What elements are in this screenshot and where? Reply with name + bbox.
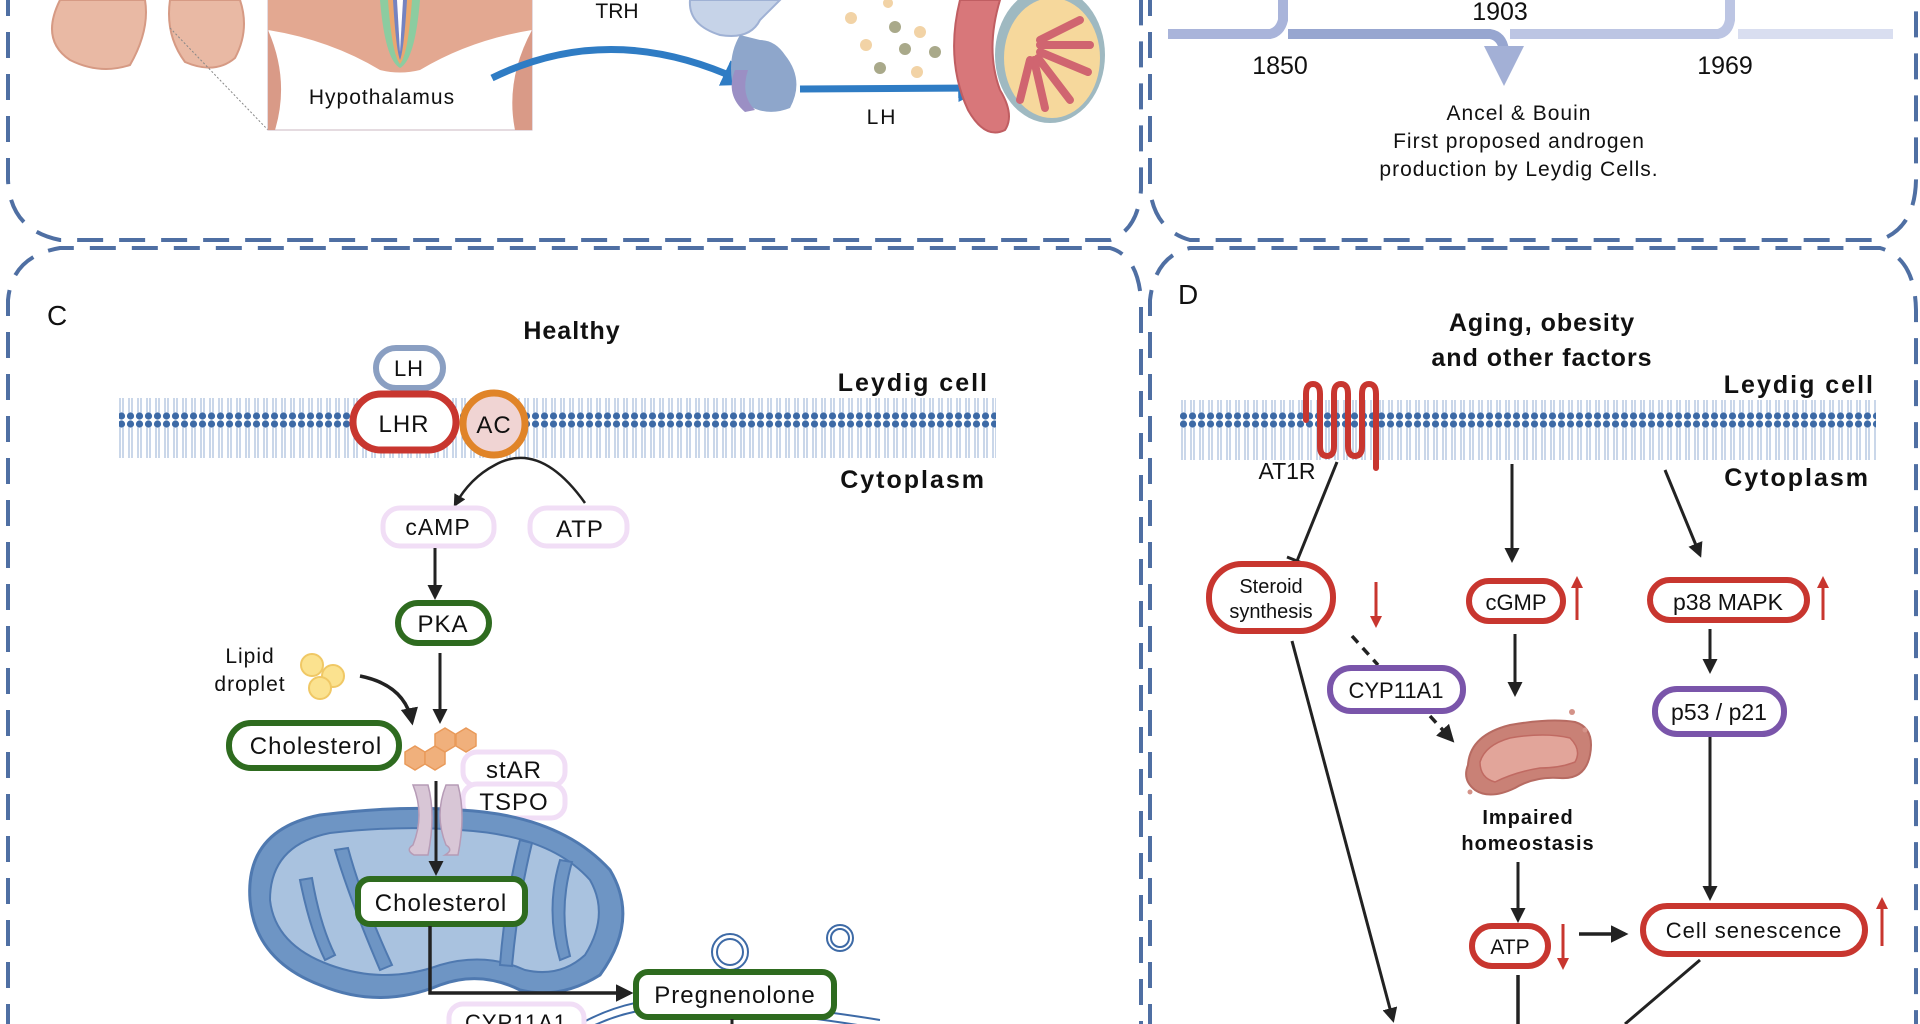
camp-node (380, 505, 497, 549)
cyp11a1-node-c (446, 1001, 587, 1024)
p53-p21-label: p53 / p21 (1671, 699, 1767, 725)
camp-node-label: cAMP (405, 514, 470, 540)
at1r-label: AT1R (1258, 458, 1315, 484)
panel-borders (6, 0, 1918, 1024)
steroid-synthesis-label-line1: Steroid (1239, 576, 1302, 598)
cyp11a1-node-d (1327, 665, 1466, 714)
at1r-inhibits-steroid (1295, 461, 1339, 562)
timeline-year-1850: 1850 (1252, 52, 1308, 80)
testis-icon (953, 0, 1105, 134)
panel-c-title: Healthy (523, 317, 620, 345)
cholesterol-inner-node (355, 876, 528, 927)
p53-p21-node (1652, 686, 1787, 737)
steroid-to-bottom-arrow (1290, 640, 1398, 1023)
pka-node-label: PKA (417, 611, 468, 638)
tspo-channel-icon (408, 784, 463, 856)
cell-senescence-node (1640, 903, 1868, 957)
panel-c-letter: C (47, 300, 67, 331)
atp-node-d (1469, 923, 1551, 969)
lipid-to-cholesterol-arrow (359, 674, 418, 726)
steroid-to-cyp11a1-dashed (1350, 634, 1380, 667)
panel-c: C Healthy Leydig cell Cytoplasm LH LHR A… (47, 300, 996, 1024)
cholesterol-to-pregnenolone-arrow (428, 926, 634, 1002)
pregnenolone-label: Pregnenolone (654, 982, 815, 1009)
brain-coronal-icon (51, 0, 269, 131)
impaired-homeostasis-label-line1: Impaired (1482, 807, 1573, 829)
panel-c-border (6, 246, 1143, 1024)
impaired-homeostasis-label-line2: homeostasis (1461, 833, 1594, 855)
cholesterol-molecule-icon (404, 727, 477, 771)
lipid-droplet-label-line1: Lipid (225, 645, 274, 668)
lhr-node-label: LHR (378, 411, 429, 438)
hypothalamus-inset (267, 0, 533, 131)
pregnenolone-node (633, 969, 837, 1020)
cyp11a1-node-d-label: CYP11A1 (1349, 678, 1444, 703)
event-1903-line2: First proposed androgen (1393, 130, 1645, 153)
timeline-segment-1 (1168, 0, 1288, 39)
lh-arrow (799, 74, 987, 103)
timeline-year-1969: 1969 (1697, 52, 1753, 80)
panel-d: D Aging, obesity and other factors Leydi… (1178, 279, 1888, 1024)
panel-d-title-line1: Aging, obesity (1449, 309, 1635, 337)
atp-node-c (527, 505, 630, 549)
panel-a: Hypothalamus TRH LH (51, 0, 1105, 134)
trh-arrow (490, 46, 751, 86)
damaged-mitochondrion-icon (1465, 709, 1592, 796)
atp-node-d-label: ATP (1490, 936, 1529, 959)
panel-c-membrane-top-label: Leydig cell (838, 369, 989, 397)
membrane-to-p38-arrow (1663, 469, 1703, 558)
p38-mapk-label: p38 MAPK (1673, 589, 1784, 615)
lipid-droplet-icon (300, 653, 345, 700)
p38-mapk-node (1647, 577, 1810, 623)
lh-node-label: LH (394, 356, 424, 381)
panel-d-membrane-top-label: Leydig cell (1724, 371, 1875, 399)
lipid-droplet-label-line2: droplet (214, 673, 285, 696)
pituitary-gland-icon (688, 0, 797, 112)
hypothalamus-label: Hypothalamus (309, 86, 455, 109)
cell-membrane-c (119, 398, 996, 458)
cyp11a1-to-mito-dashed (1428, 714, 1455, 743)
ac-node-label: AC (476, 412, 511, 439)
timeline-segment-3 (1510, 0, 1735, 39)
panel-b: 1850 1903 1969 Ancel & Bouin First propo… (1168, 0, 1893, 181)
timeline-year-1903: 1903 (1472, 0, 1528, 26)
panel-a-border (6, 0, 1143, 242)
at1r-receptor-icon (1303, 380, 1379, 471)
cgmp-label: cGMP (1485, 590, 1546, 615)
cell-membrane-d (1180, 400, 1876, 460)
timeline-segment-2 (1288, 29, 1524, 86)
cholesterol-inner-label: Cholesterol (375, 890, 507, 917)
cyp11a1-node-c-label: CYP11A1 (465, 1010, 567, 1024)
atp-node-c-label: ATP (556, 516, 604, 543)
lh-label: LH (867, 106, 898, 129)
atp-to-camp-arrow (453, 456, 587, 508)
hormone-particles (845, 0, 941, 78)
lh-node (373, 345, 446, 391)
star-node-label: stAR (486, 757, 542, 784)
event-1903-line1: Ancel & Bouin (1447, 102, 1592, 125)
lhr-node (349, 390, 460, 454)
senescence-to-bottom-arrow (1624, 958, 1701, 1024)
steroid-synthesis-node (1206, 561, 1336, 634)
pka-node (395, 600, 492, 646)
cgmp-node (1466, 578, 1566, 624)
panel-d-membrane-bottom-label: Cytoplasm (1724, 464, 1870, 492)
panel-c-membrane-bottom-label: Cytoplasm (840, 466, 986, 494)
cholesterol-outer-node (226, 720, 402, 771)
panel-d-letter: D (1178, 279, 1198, 310)
cholesterol-outer-label: Cholesterol (250, 733, 382, 760)
panel-b-border (1148, 0, 1918, 242)
event-1903-line3: production by Leydig Cells. (1379, 158, 1658, 181)
trh-label: TRH (595, 0, 638, 23)
steroid-synthesis-label-line2: synthesis (1229, 601, 1312, 623)
ac-node (459, 389, 529, 459)
panel-d-title-line2: and other factors (1431, 344, 1652, 372)
panel-d-border (1148, 246, 1918, 1024)
cell-senescence-label: Cell senescence (1666, 918, 1842, 943)
